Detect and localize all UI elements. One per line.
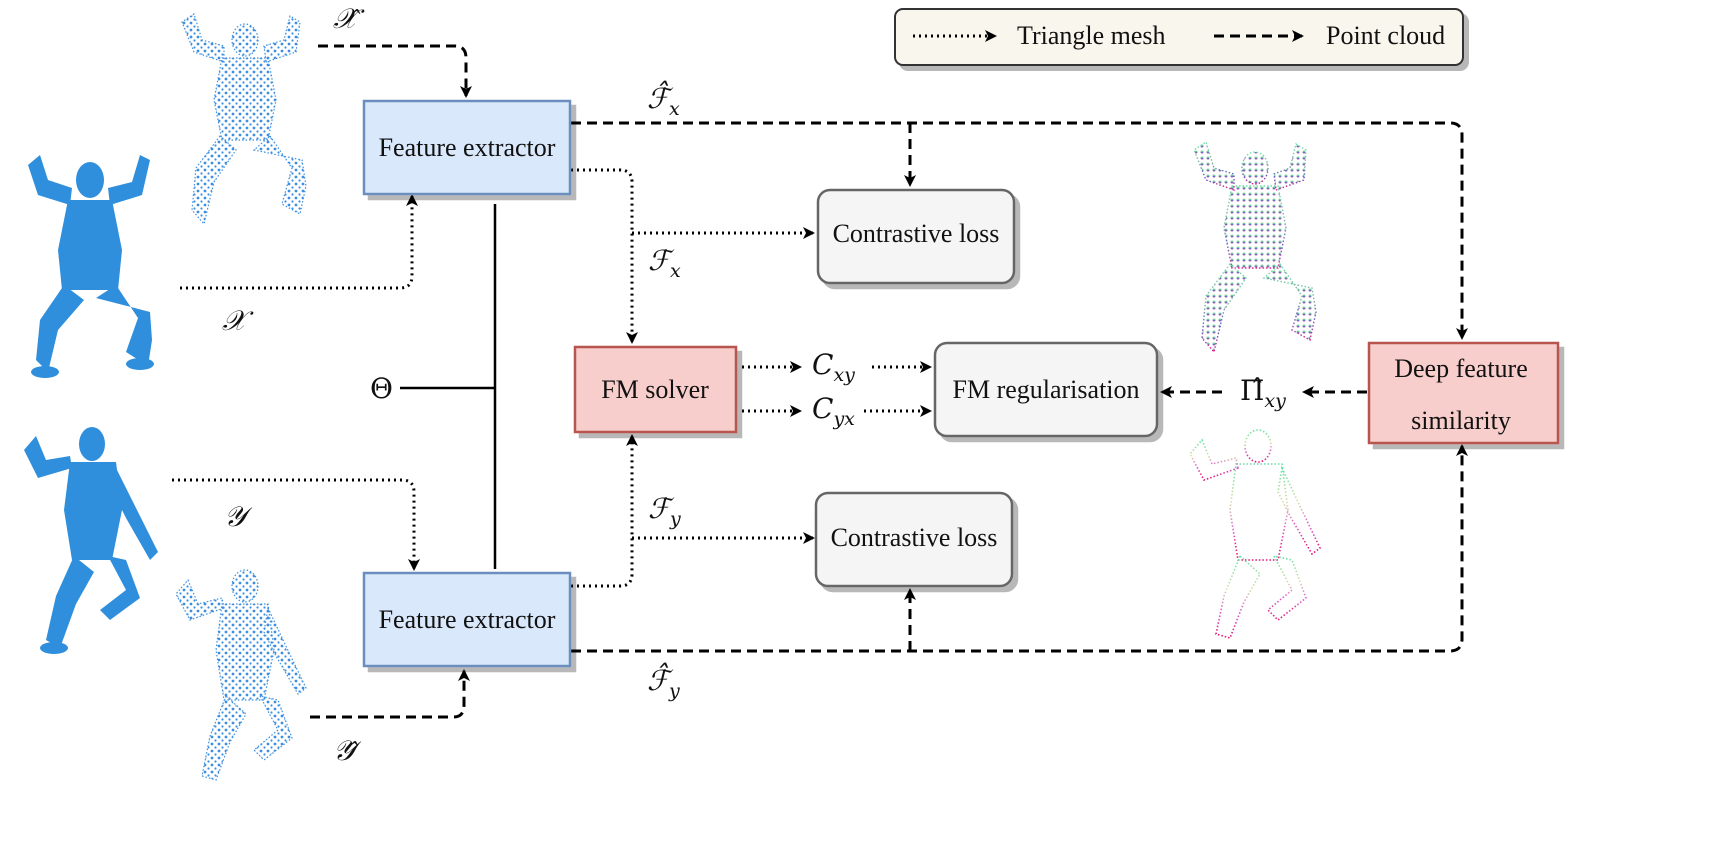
contrastive-loss-top-label: Contrastive loss	[833, 219, 1000, 248]
contrastive-loss-top: Contrastive loss	[816, 188, 1016, 285]
feature-extractor-bottom: Feature extractor	[362, 571, 572, 668]
legend-box	[894, 8, 1464, 66]
point-cloud-y-hat	[175, 569, 307, 781]
label-f-y: ℱy	[648, 492, 681, 530]
edge-fx-to-solver	[571, 168, 638, 344]
edge-fy-to-solver	[571, 434, 638, 588]
label-y: 𝒴	[224, 500, 253, 533]
label-pi-xy: Π̂xy	[1240, 374, 1286, 412]
legend: Triangle mesh Point cloud	[894, 8, 1464, 66]
label-f-x: ℱx	[648, 244, 681, 282]
feature-extractor-bottom-label: Feature extractor	[379, 605, 556, 634]
edge-fhaty-to-similarity	[571, 444, 1468, 653]
contrastive-loss-bottom-label: Contrastive loss	[831, 523, 998, 552]
legend-mesh-label: Triangle mesh	[1017, 21, 1166, 50]
label-theta: Θ	[370, 372, 393, 405]
edge-yhat-to-extractor	[310, 669, 470, 719]
label-f-hat-x: ℱ̂x	[647, 80, 680, 120]
mesh-figure-x	[28, 155, 154, 378]
fm-solver-label: FM solver	[601, 375, 709, 404]
label-f-hat-y: ℱ̂y	[647, 662, 680, 702]
feature-extractor-top: Feature extractor	[362, 99, 572, 196]
label-x-hat: 𝒳̂	[333, 2, 365, 35]
edge-fhatx-to-similarity	[571, 121, 1468, 340]
label-y-hat: 𝒴̂	[333, 734, 362, 767]
fm-regularisation: FM regularisation	[933, 341, 1159, 438]
point-cloud-x-hat	[181, 13, 307, 226]
colored-point-cloud-bottom	[1189, 429, 1322, 639]
label-c-yx: Cyx	[812, 392, 855, 430]
legend-cloud-label: Point cloud	[1326, 21, 1445, 50]
mesh-figure-y	[24, 427, 158, 654]
feature-extractor-top-label: Feature extractor	[379, 133, 556, 162]
fm-regularisation-label: FM regularisation	[952, 375, 1139, 404]
label-x: 𝒳	[222, 304, 254, 337]
contrastive-loss-bottom: Contrastive loss	[814, 491, 1014, 588]
edge-xhat-to-extractor	[318, 44, 472, 98]
label-c-xy: Cxy	[812, 348, 855, 386]
deep-feature-label-line1: Deep feature	[1394, 354, 1528, 383]
edge-y-to-extractor	[172, 478, 420, 571]
colored-point-cloud-top	[1193, 140, 1317, 354]
deep-feature-label-line2: similarity	[1411, 406, 1511, 435]
deep-feature-similarity: Deep feature similarity	[1367, 341, 1560, 445]
edge-x-to-extractor	[180, 194, 418, 290]
fm-solver: FM solver	[573, 345, 738, 434]
